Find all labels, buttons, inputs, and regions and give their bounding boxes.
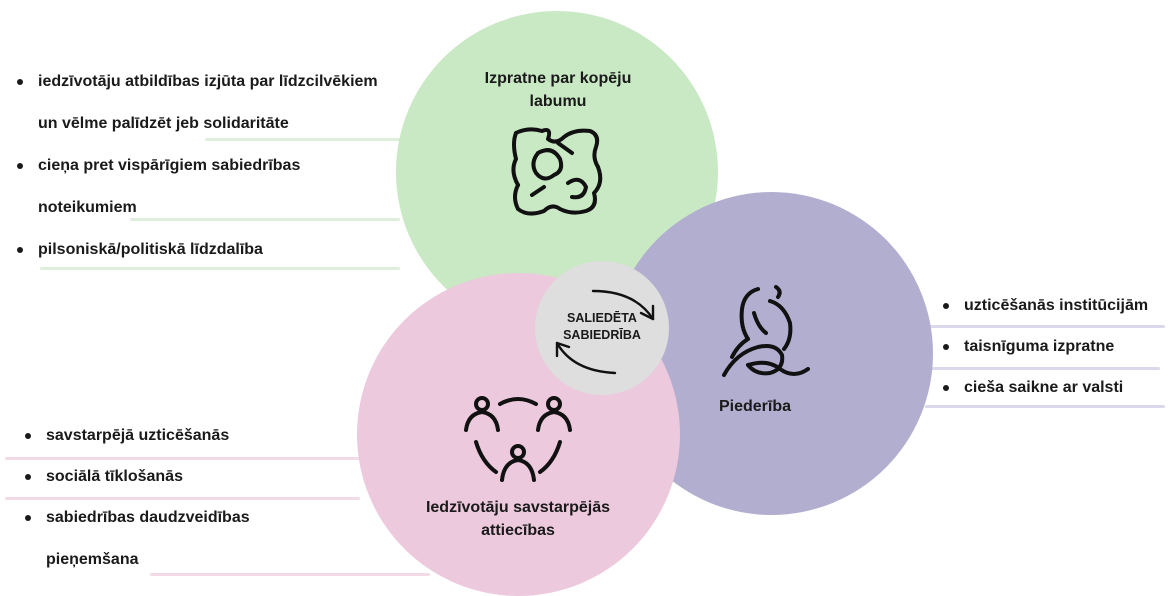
brush-stroke — [925, 325, 1165, 328]
brush-stroke — [150, 573, 430, 576]
list-item: pilsoniskā/politiskā līdzdalība — [12, 236, 378, 264]
list-item-text: iedzīvotāju atbildības izjūta par līdzci… — [38, 73, 378, 90]
belonging-list: uzticēšanās institūcijām taisnīguma izpr… — [938, 292, 1148, 415]
circular-arrows-icon — [555, 289, 655, 375]
list-item-text: sociālā tīklošanās — [46, 468, 183, 485]
list-item-text: savstarpējā uzticēšanās — [46, 427, 230, 444]
title-relations: Iedzīvotāju savstarpējās attiecības — [425, 499, 611, 539]
brush-stroke — [40, 267, 400, 270]
brush-stroke — [5, 457, 360, 460]
list-item-text: cieņa pret vispārīgiem sabiedrības — [38, 157, 301, 174]
list-item-text: sabiedrības daudzveidības — [46, 509, 250, 526]
list-item-text: un vēlme palīdzēt jeb solidaritāte — [38, 115, 289, 132]
list-item: iedzīvotāju atbildības izjūta par līdzci… — [12, 68, 378, 138]
bullet-dot — [17, 163, 23, 169]
people-network-icon — [464, 396, 572, 482]
brush-stroke — [925, 405, 1165, 408]
bullet-dot — [25, 474, 31, 480]
bullet-dot — [25, 515, 31, 521]
list-item-text: uzticēšanās institūcijām — [964, 297, 1149, 314]
list-item: savstarpējā uzticēšanās — [20, 422, 250, 450]
bullet-dot — [943, 303, 949, 309]
brush-stroke — [130, 218, 400, 221]
brush-stroke — [930, 367, 1160, 370]
bullet-dot — [25, 433, 31, 439]
center-label: SALIEDĒTA SABIEDRĪBA — [563, 311, 641, 342]
list-item: uzticēšanās institūcijām — [938, 292, 1148, 320]
list-item: cieša saikne ar valsti — [938, 374, 1148, 402]
list-item: sabiedrības daudzveidības pieņemšana — [20, 504, 250, 574]
puzzle-icon — [511, 127, 603, 216]
embrace-icon — [722, 285, 810, 377]
bullet-dot — [17, 79, 23, 85]
list-item-text: pilsoniskā/politiskā līdzdalība — [38, 241, 263, 258]
list-item-text: pieņemšana — [46, 551, 139, 568]
bullet-dot — [17, 247, 23, 253]
list-item-text: taisnīguma izpratne — [964, 338, 1115, 355]
list-item-text: noteikumiem — [38, 199, 137, 216]
title-belonging: Piederība — [718, 398, 792, 415]
bullet-dot — [943, 344, 949, 350]
list-item: cieņa pret vispārīgiem sabiedrības notei… — [12, 152, 378, 222]
list-item-text: cieša saikne ar valsti — [964, 379, 1124, 396]
bullet-dot — [943, 385, 949, 391]
brush-stroke — [205, 138, 405, 141]
brush-stroke — [5, 497, 360, 500]
relations-list: savstarpējā uzticēšanās sociālā tīklošan… — [20, 422, 250, 587]
list-item: taisnīguma izpratne — [938, 333, 1148, 361]
common-good-list: iedzīvotāju atbildības izjūta par līdzci… — [12, 68, 378, 278]
title-common-good: Izpratne par kopēju labumu — [484, 70, 632, 110]
list-item: sociālā tīklošanās — [20, 463, 250, 491]
